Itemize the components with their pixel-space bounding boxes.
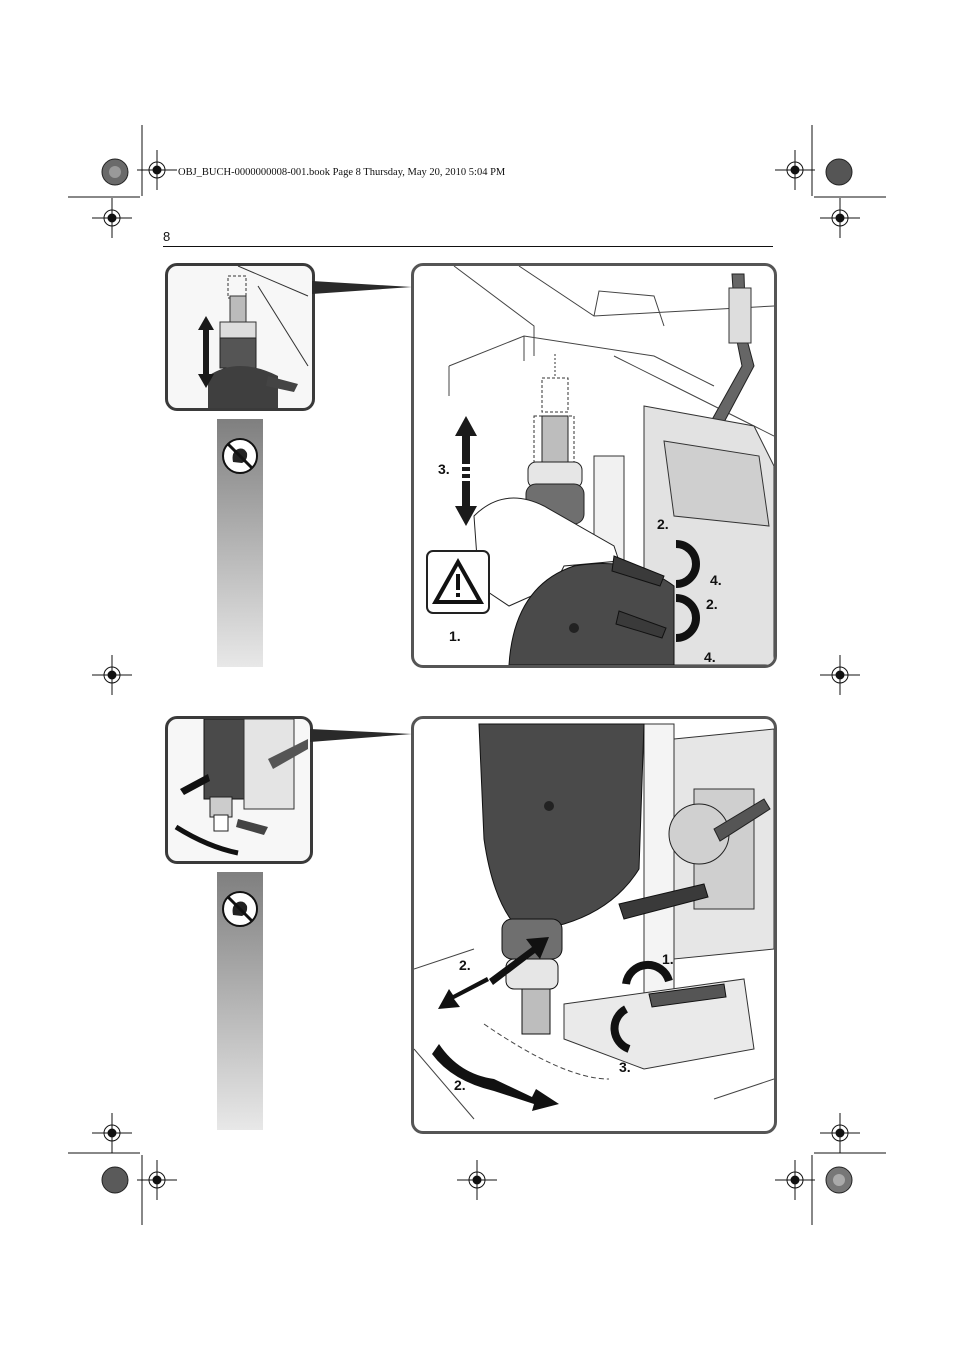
step-label-4a: 4. <box>710 572 722 588</box>
step-label-2a: 2. <box>657 516 669 532</box>
step-label-3: 3. <box>619 1059 631 1075</box>
step-label-2a: 2. <box>459 957 471 973</box>
up-down-arrow-icon <box>455 416 477 526</box>
print-slug: OBJ_BUCH-0000000008-001.book Page 8 Thur… <box>178 167 506 178</box>
drill-stand-illustration-top <box>448 266 774 665</box>
top-main-panel: 3. 1. 2. 4. 2. 4. <box>411 263 777 668</box>
step-label-4b: 4. <box>704 649 716 665</box>
step-label-1: 1. <box>449 628 461 644</box>
warning-triangle-icon <box>426 550 490 614</box>
step-label-3: 3. <box>438 461 450 477</box>
zoom-pointer-bottom <box>310 729 412 742</box>
bottom-main-panel: 2. 2. 1. 3. <box>411 716 777 1134</box>
drill-detail-illustration <box>208 266 309 408</box>
page-number: 8 <box>163 229 171 244</box>
drill-stand-illustration-bottom <box>414 723 774 1120</box>
up-down-arrow-icon <box>198 316 214 388</box>
no-gloves-icon <box>222 891 258 927</box>
step-label-1: 1. <box>662 951 674 967</box>
top-detail-thumbnail <box>165 263 315 411</box>
zoom-pointer-top <box>312 281 412 294</box>
header-rule <box>163 246 773 247</box>
step-label-2b: 2. <box>454 1077 466 1093</box>
step-label-2b: 2. <box>706 596 718 612</box>
drill-detail-illustration <box>174 719 308 856</box>
no-gloves-icon <box>222 438 258 474</box>
bottom-detail-thumbnail <box>165 716 313 864</box>
